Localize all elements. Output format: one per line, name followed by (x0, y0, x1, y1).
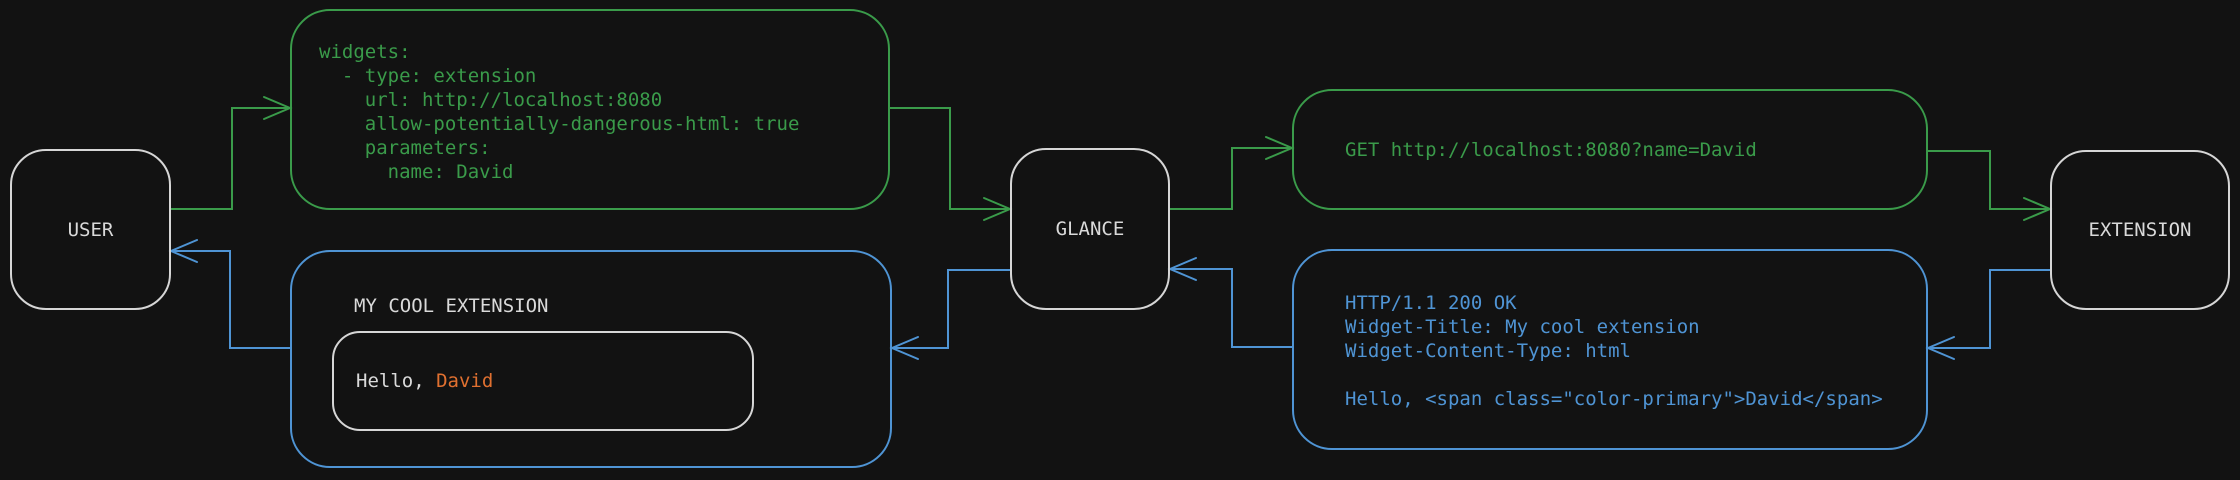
response-line: Widget-Content-Type: html (1345, 340, 1631, 362)
config-line: name: David (319, 161, 514, 183)
user-node-label: USER (67, 218, 114, 241)
config-line: allow-potentially-dangerous-html: true (319, 113, 800, 135)
response-line: Hello, <span class="color-primary">David… (1345, 388, 1883, 410)
extension-node-label: EXTENSION (2088, 219, 2192, 241)
widget-title: MY COOL EXTENSION (354, 295, 549, 317)
arrow-config-to-glance (889, 107, 1013, 221)
response-line: Widget-Title: My cool extension (1345, 316, 1700, 338)
arrow-glance-to-widget (889, 269, 1011, 360)
response-line: HTTP/1.1 200 OK (1345, 292, 1517, 314)
http-response-box: HTTP/1.1 200 OK Widget-Title: My cool ex… (1292, 249, 1928, 450)
greeting-name: David (436, 370, 494, 392)
config-line: parameters: (319, 137, 491, 159)
response-line (1345, 363, 1916, 387)
arrow-request-to-extension (1927, 150, 2053, 221)
glance-node-label: GLANCE (1055, 218, 1125, 240)
glance-node: GLANCE (1010, 148, 1170, 310)
arrow-user-to-config (170, 96, 293, 210)
http-request-box: GET http://localhost:8080?name=David (1292, 89, 1928, 210)
request-line: GET http://localhost:8080?name=David (1345, 138, 1757, 161)
extension-node: EXTENSION (2050, 150, 2230, 310)
config-line: url: http://localhost:8080 (319, 89, 663, 111)
user-node: USER (10, 149, 171, 310)
config-yaml-box: widgets: - type: extension url: http://l… (290, 9, 890, 210)
greeting-prefix: Hello, (356, 370, 437, 392)
rendered-widget-box: MY COOL EXTENSION Hello, David (290, 250, 892, 468)
arrow-glance-to-request (1169, 136, 1295, 210)
arrow-widget-to-user (168, 239, 291, 349)
config-line: widgets: (319, 41, 411, 63)
widget-greeting-card: Hello, David (332, 331, 754, 431)
arrow-extension-to-response (1925, 269, 2051, 360)
arrow-response-to-glance (1167, 257, 1293, 348)
config-line: - type: extension (319, 65, 537, 87)
